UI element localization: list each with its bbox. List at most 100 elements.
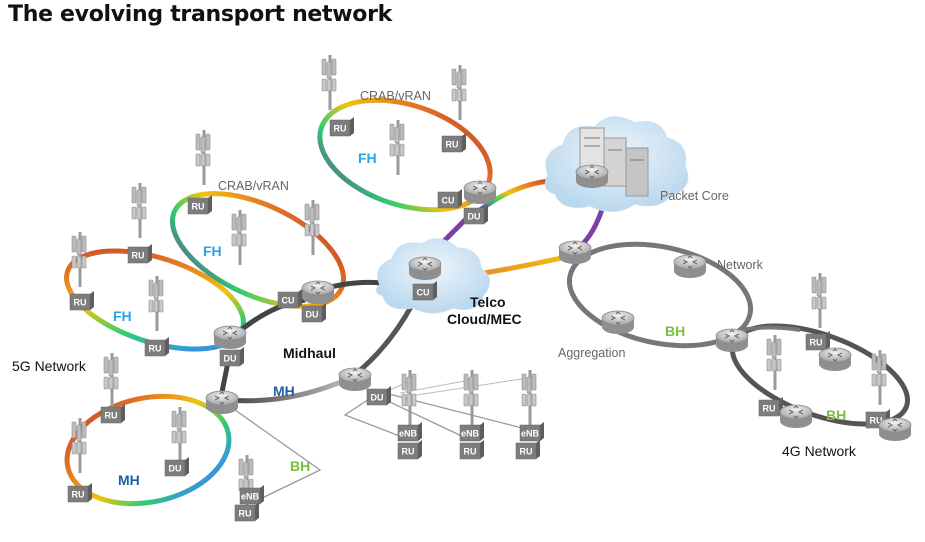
enb-box-label: eNB: [399, 429, 418, 439]
label-fh-top: FH: [358, 150, 377, 166]
cell-tower-icon: [171, 407, 187, 462]
label-4g-network: 4G Network: [782, 443, 857, 459]
router-icon: [779, 404, 813, 428]
cell-tower-icon: [766, 335, 782, 390]
ru-box-label: RU: [74, 298, 87, 308]
page-title: The evolving transport network: [8, 2, 392, 27]
label-aggregation: Aggregation: [558, 346, 625, 360]
ru-box-label: RU: [402, 447, 415, 457]
cell-tower-icon: [321, 55, 337, 110]
du-box: DU: [366, 386, 391, 406]
router-icon: [575, 164, 609, 188]
ru-box-label: RU: [464, 447, 477, 457]
router-icon: [301, 280, 335, 304]
du-box-label: DU: [169, 464, 182, 474]
cell-tower-icon: [103, 353, 119, 408]
du-box: DU: [463, 205, 488, 225]
enb-box: eNB: [397, 422, 422, 442]
cu-box-label: CU: [417, 288, 430, 298]
cell-tower-icon: [131, 183, 147, 238]
ru-box-label: RU: [810, 338, 823, 348]
cu-box-label: CU: [442, 196, 455, 206]
cell-tower-icon: [304, 200, 320, 255]
ru-box: RU: [459, 440, 484, 460]
du-box-label: DU: [224, 354, 237, 364]
ru-box-label: RU: [870, 416, 883, 426]
cell-tower-icon: [871, 350, 887, 405]
cell-tower-icon: [521, 370, 537, 425]
cell-tower-icon: [231, 210, 247, 265]
cell-tower-icon: [811, 273, 827, 328]
router-icon: [878, 417, 912, 441]
du-box-label: DU: [468, 212, 481, 222]
ru-box: RU: [127, 244, 152, 264]
label-packet-core: Packet Core: [660, 189, 729, 203]
ru-box-label: RU: [763, 404, 776, 414]
label-crab-mid: CRAB/vRAN: [218, 179, 289, 193]
ru-box: RU: [234, 502, 259, 522]
ru-box: RU: [100, 404, 125, 424]
ru-box-label: RU: [149, 344, 162, 354]
label-bh-right: BH: [665, 323, 685, 339]
router-icon: [338, 367, 372, 391]
ring-crab-mid: [169, 191, 347, 309]
du-box: DU: [301, 303, 326, 323]
label-bh-4g: BH: [826, 407, 846, 423]
enb-box-label: eNB: [461, 429, 480, 439]
router-icon: [673, 254, 707, 278]
du-box-label: DU: [371, 393, 384, 403]
label-mh-center: MH: [273, 383, 295, 399]
cell-tower-icon: [148, 276, 164, 331]
label-telco-2: Cloud/MEC: [447, 311, 522, 327]
label-mh-bottom: MH: [118, 472, 140, 488]
cell-tower-icon: [401, 370, 417, 425]
ru-box: RU: [805, 331, 830, 351]
cell-tower-icon: [389, 120, 405, 175]
cell-tower-icon: [71, 232, 87, 287]
enb-box-label: eNB: [521, 429, 540, 439]
label-network: Network: [717, 258, 764, 272]
cell-tower-icon: [71, 418, 87, 473]
enb-box: eNB: [459, 422, 484, 442]
cell-tower-icon: [195, 130, 211, 185]
ring-mh-bottom: [64, 393, 232, 507]
label-fh-mid: FH: [203, 243, 222, 259]
link-bh-bottom: [227, 404, 322, 501]
label-5g-network: 5G Network: [12, 358, 87, 374]
ru-box: RU: [758, 397, 783, 417]
ru-box: RU: [329, 117, 354, 137]
ru-box-label: RU: [72, 490, 85, 500]
router-icon: [213, 325, 247, 349]
enb-box: eNB: [239, 485, 264, 505]
ru-box: RU: [441, 133, 466, 153]
router-icon: [715, 328, 749, 352]
ru-box: RU: [187, 195, 212, 215]
ring-aggregation: [566, 241, 754, 349]
ru-box-label: RU: [192, 202, 205, 212]
ru-box: RU: [397, 440, 422, 460]
cell-tower-icon: [451, 65, 467, 120]
ru-box-label: RU: [239, 509, 252, 519]
link-telco-center: [356, 303, 415, 374]
ru-box: RU: [67, 483, 92, 503]
label-bh-bottom: BH: [290, 458, 310, 474]
cell-tower-icon: [463, 370, 479, 425]
router-icon: [558, 240, 592, 264]
enb-box-label: eNB: [241, 492, 260, 502]
du-box-label: DU: [306, 310, 319, 320]
label-crab-top: CRAB/vRAN: [360, 89, 431, 103]
enb-box: eNB: [519, 422, 544, 442]
link-agg-4g: [739, 325, 801, 332]
label-telco-1: Telco: [470, 294, 506, 310]
ru-box-label: RU: [334, 124, 347, 134]
router-icon: [463, 180, 497, 204]
label-fh-left: FH: [113, 308, 132, 324]
ru-box-label: RU: [132, 251, 145, 261]
ru-box: RU: [515, 440, 540, 460]
router-icon: [601, 310, 635, 334]
du-box: DU: [219, 347, 244, 367]
cu-box: CU: [412, 281, 437, 301]
cu-box: CU: [277, 289, 302, 309]
router-icon: [818, 347, 852, 371]
